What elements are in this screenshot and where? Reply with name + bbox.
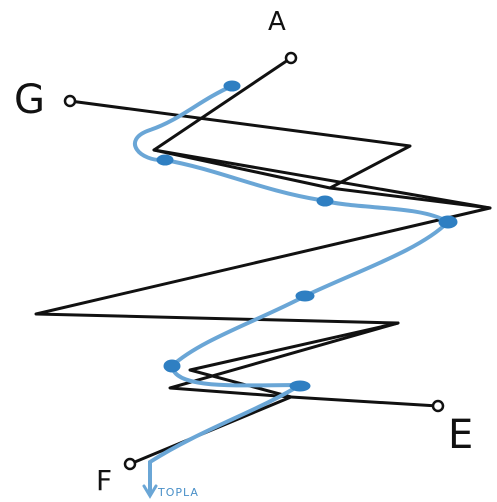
terminals [63,51,445,471]
blue-dot-7 [289,380,311,392]
blue-dot-4 [438,215,458,229]
blue-dot-6 [163,359,181,373]
zigzag-cross-left [152,148,332,190]
terminal-g [63,94,77,108]
label-g: G [14,77,45,123]
blue-dot-1 [223,80,241,92]
terminal-f [123,457,137,471]
blue-dot-5 [295,290,315,302]
blue-dot-2 [156,154,174,166]
down-arrow-icon [142,484,158,499]
label-f: F [96,464,112,497]
zigzag-upper [34,99,492,408]
blue-dot-3 [316,195,334,207]
blue-trace-path [133,84,452,494]
label-e: E [448,412,473,458]
blue-dots [156,80,458,392]
terminal-e [431,399,445,413]
label-a: A [268,7,286,37]
terminal-a [284,51,298,65]
bottom-note: TOPLA [157,486,199,499]
